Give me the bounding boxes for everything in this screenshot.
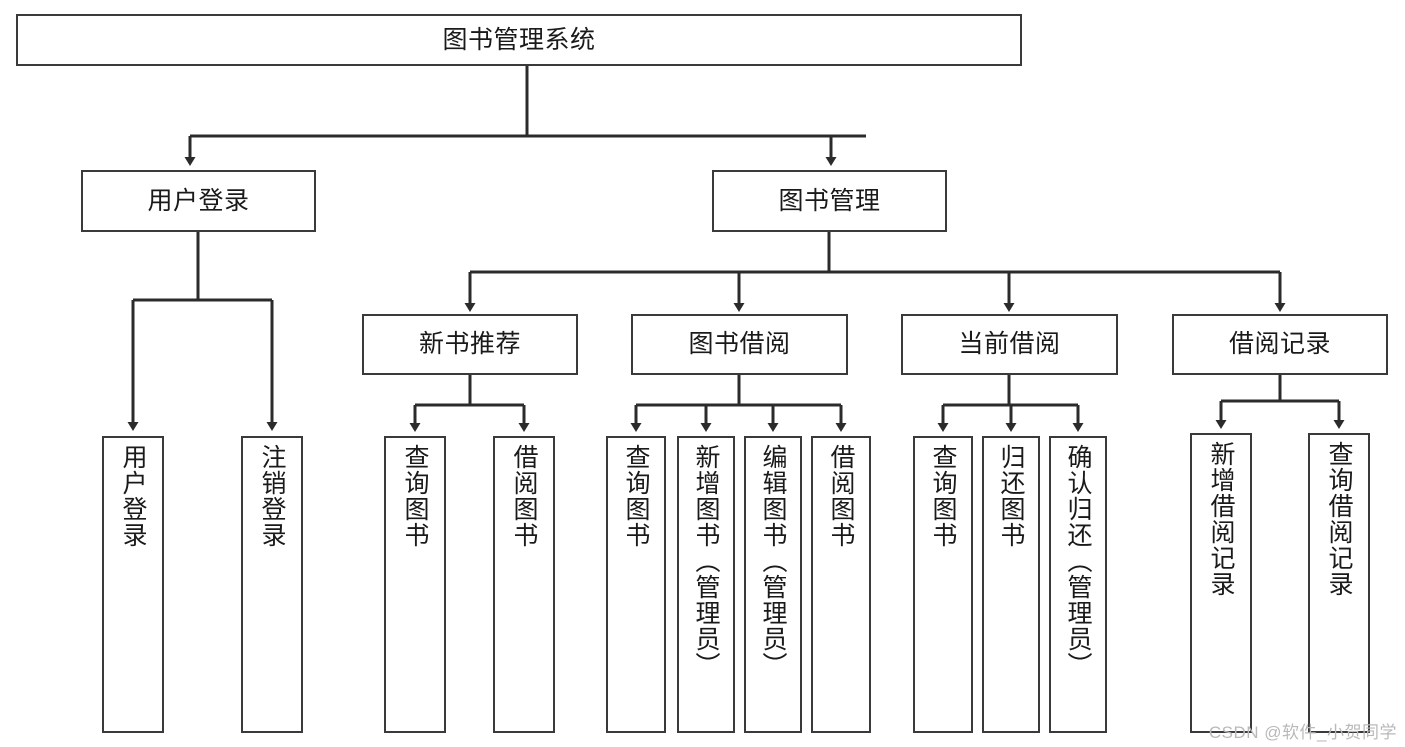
node-leaf-query-record-label: 查询借阅记录 (1325, 441, 1353, 597)
node-leaf-borrow-book-1[interactable]: 借阅图书 (493, 436, 555, 733)
node-leaf-confirm-return-label: 确认归还（管理员） (1064, 444, 1092, 678)
node-current-borrow[interactable]: 当前借阅 (901, 314, 1118, 375)
node-leaf-confirm-return[interactable]: 确认归还（管理员） (1049, 436, 1107, 733)
node-leaf-return-book-label: 归还图书 (997, 444, 1025, 548)
node-leaf-user-login[interactable]: 用户登录 (102, 436, 164, 733)
node-leaf-query-book-2[interactable]: 查询图书 (606, 436, 666, 733)
node-root[interactable]: 图书管理系统 (16, 14, 1022, 66)
node-leaf-return-book[interactable]: 归还图书 (982, 436, 1040, 733)
node-current-borrow-label: 当前借阅 (958, 330, 1061, 358)
node-leaf-edit-book[interactable]: 编辑图书（管理员） (744, 436, 802, 733)
node-leaf-add-book-label: 新增图书（管理员） (692, 444, 720, 678)
node-book-borrow[interactable]: 图书借阅 (631, 314, 848, 375)
node-book-manage[interactable]: 图书管理 (712, 170, 947, 232)
node-borrow-record-label: 借阅记录 (1228, 330, 1331, 358)
node-leaf-query-book-1-label: 查询图书 (401, 444, 429, 548)
node-leaf-add-record-label: 新增借阅记录 (1207, 441, 1235, 597)
node-leaf-add-book[interactable]: 新增图书（管理员） (677, 436, 735, 733)
node-new-book-recommend[interactable]: 新书推荐 (362, 314, 578, 375)
node-book-manage-label: 图书管理 (778, 186, 881, 215)
node-leaf-query-record[interactable]: 查询借阅记录 (1308, 433, 1370, 733)
node-leaf-borrow-book-2[interactable]: 借阅图书 (811, 436, 871, 733)
node-leaf-query-book-2-label: 查询图书 (622, 444, 650, 548)
node-leaf-borrow-book-2-label: 借阅图书 (827, 444, 855, 548)
node-leaf-borrow-book-1-label: 借阅图书 (510, 444, 538, 548)
node-leaf-query-book-3[interactable]: 查询图书 (913, 436, 973, 733)
node-borrow-record[interactable]: 借阅记录 (1172, 314, 1388, 375)
node-leaf-logout-login[interactable]: 注销登录 (241, 436, 303, 733)
node-new-book-recommend-label: 新书推荐 (418, 330, 521, 358)
node-leaf-edit-book-label: 编辑图书（管理员） (759, 444, 787, 678)
node-leaf-query-book-1[interactable]: 查询图书 (384, 436, 446, 733)
watermark-text: CSDN @软件_小贺同学 (1208, 723, 1397, 742)
node-leaf-add-record[interactable]: 新增借阅记录 (1190, 433, 1252, 733)
node-book-borrow-label: 图书借阅 (688, 330, 791, 358)
node-leaf-logout-login-label: 注销登录 (258, 444, 286, 548)
node-leaf-query-book-3-label: 查询图书 (929, 444, 957, 548)
node-root-label: 图书管理系统 (442, 25, 596, 54)
node-user-login-label: 用户登录 (147, 186, 250, 215)
node-user-login[interactable]: 用户登录 (81, 170, 316, 232)
node-leaf-user-login-label: 用户登录 (119, 444, 147, 548)
